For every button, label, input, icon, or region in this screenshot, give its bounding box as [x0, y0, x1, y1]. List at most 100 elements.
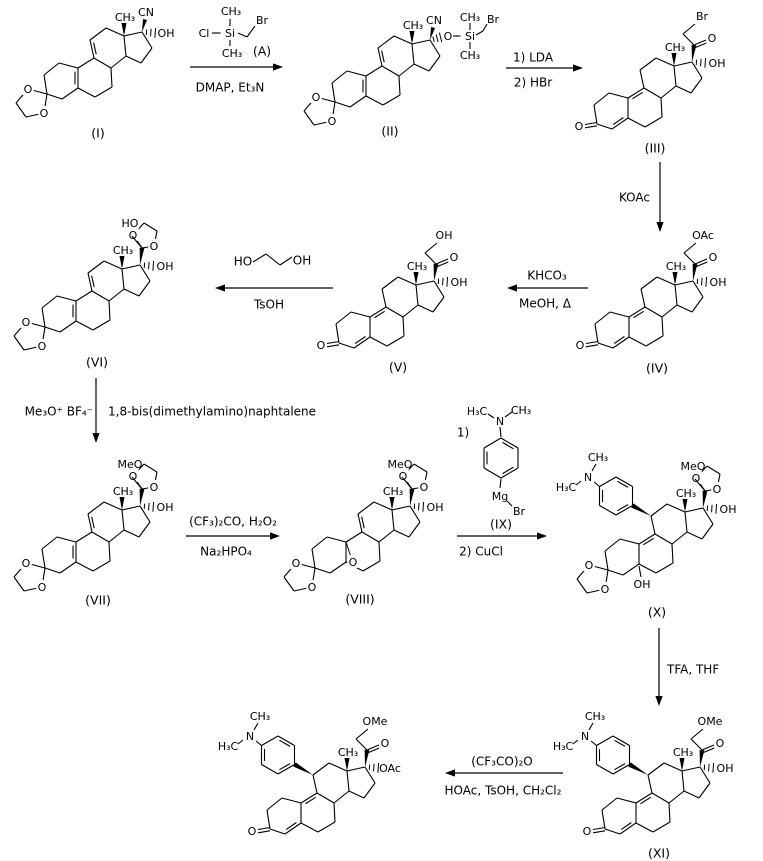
step4-conditions-2: MeOH, Δ	[519, 296, 572, 310]
step10-conditions-1: (CF₃CO)₂O	[471, 754, 533, 768]
ketal-o-label: O	[40, 107, 49, 120]
n-atom-label: N	[581, 730, 589, 743]
n-atom-label: N	[584, 471, 592, 484]
ketal-o-label: O	[129, 470, 138, 483]
compound-number-label: (VIII)	[345, 592, 374, 607]
c17-oh-label: OH	[427, 501, 444, 514]
ketal-o-label: O	[399, 470, 408, 483]
arrow-step1: DMAP, Et₃N	[190, 63, 283, 94]
compound-number-label: (I)	[91, 126, 104, 141]
step7-conditions-2: Na₂HPO₄	[200, 544, 252, 558]
mg-label: Mg	[492, 490, 508, 503]
ketal-o-label: O	[713, 483, 722, 496]
c13-methyl-label: CH₃	[403, 19, 423, 32]
ketal-o-label: O	[150, 481, 159, 494]
c17-oh-label: OH	[710, 276, 727, 289]
ketal-o-label: O	[292, 557, 301, 570]
c13-methyl-label: CH₃	[115, 11, 135, 24]
arrow-step2: 1) LDA 2) HBr	[506, 50, 583, 89]
n-methyl-label: H₃C	[467, 405, 488, 418]
compound-number-label: (II)	[381, 124, 398, 139]
n-methyl-label: CH₃	[511, 404, 531, 417]
c21-label: MeO	[681, 460, 706, 473]
step2-conditions-1: 1) LDA	[513, 50, 554, 64]
n-methyl-label: CH₃	[588, 451, 608, 464]
c17-oh-label: OAc	[379, 762, 401, 775]
c21-label: MeO	[388, 458, 413, 471]
c17-oh-label: OH	[157, 501, 174, 514]
si-atom-label: Si	[465, 30, 475, 43]
c13-methyl-label: CH₃	[666, 260, 686, 273]
step1-conditions: DMAP, Et₃N	[196, 80, 265, 94]
ketone-o-label: O	[583, 825, 592, 838]
compound-number-label: (VII)	[85, 593, 111, 608]
ketal-o-label: O	[24, 83, 33, 96]
n-methyl-label: CH₃	[250, 710, 270, 723]
c21-label: MeO	[118, 458, 143, 471]
c13-methyl-label: CH₃	[665, 41, 685, 54]
ketal-o-label: O	[38, 581, 47, 594]
n-atom-label: N	[496, 415, 504, 428]
ketal-o-label: O	[129, 229, 138, 242]
arrow-step3: KOAc	[619, 162, 664, 232]
c13-methyl-label: CH₃	[113, 244, 133, 257]
si-methyl-label: CH₃	[222, 47, 242, 60]
step6-reagent-right: 1,8-bis(dimethylamino)naphtalene	[108, 404, 316, 418]
c21-label: OMe	[363, 715, 388, 728]
c13-methyl-label: CH₃	[383, 485, 403, 498]
ketone-o-label: O	[575, 120, 584, 133]
n-methyl-label: H₃C	[556, 481, 577, 494]
br-label: Br	[487, 13, 500, 26]
compound-number-label: (VI)	[86, 355, 108, 370]
ketal-o-label: O	[692, 472, 701, 485]
c20-keto-o-label: O	[708, 32, 717, 45]
epoxide-o-label: O	[349, 556, 358, 569]
si-methyl-label: CH₃	[460, 11, 480, 24]
ketal-o-label: O	[22, 316, 31, 329]
c21-label: Br	[696, 10, 709, 23]
o-atom-label: O	[444, 30, 453, 43]
arrow-step9: TFA, THF	[655, 628, 719, 706]
n-methyl-label: H₃C	[553, 740, 574, 753]
step9-conditions: TFA, THF	[666, 662, 719, 676]
c13-methyl-label: CH₃	[676, 487, 696, 500]
c20-keto-o-label: O	[450, 251, 459, 264]
si-methyl-label: CH₃	[221, 5, 241, 18]
ketal-o-label: O	[601, 583, 610, 596]
c17-oh-label: OH	[158, 27, 175, 40]
step2-conditions-2: 2) HBr	[514, 75, 552, 89]
c20-keto-o-label: O	[381, 737, 390, 750]
c21-label: OAc	[692, 229, 714, 242]
ketone-o-label: O	[317, 339, 326, 352]
step8-conditions-2: 2) CuCl	[459, 544, 503, 558]
c20-keto-o-label: O	[709, 251, 718, 264]
ketal-o-label: O	[150, 240, 159, 253]
ketal-o-label: O	[420, 481, 429, 494]
si-atom-label: Si	[225, 27, 235, 40]
c17-oh-label: OH	[717, 762, 734, 775]
n-atom-label: N	[246, 730, 254, 743]
step3-conditions: KOAc	[619, 190, 650, 204]
c20-keto-o-label: O	[716, 737, 725, 750]
compound-number-label: (IV)	[646, 361, 668, 376]
ketone-o-label: O	[248, 825, 257, 838]
compound-number-label: (V)	[389, 360, 407, 375]
cl-label: Cl	[199, 27, 210, 40]
c17-top-label: CN	[426, 14, 442, 27]
br-label: Br	[513, 505, 526, 518]
compound-number-label: (XI)	[648, 846, 670, 861]
ketal-o-label: O	[38, 340, 47, 353]
c17-oh-label: OH	[157, 260, 174, 273]
reagent-IX-tag: (IX)	[490, 517, 512, 532]
